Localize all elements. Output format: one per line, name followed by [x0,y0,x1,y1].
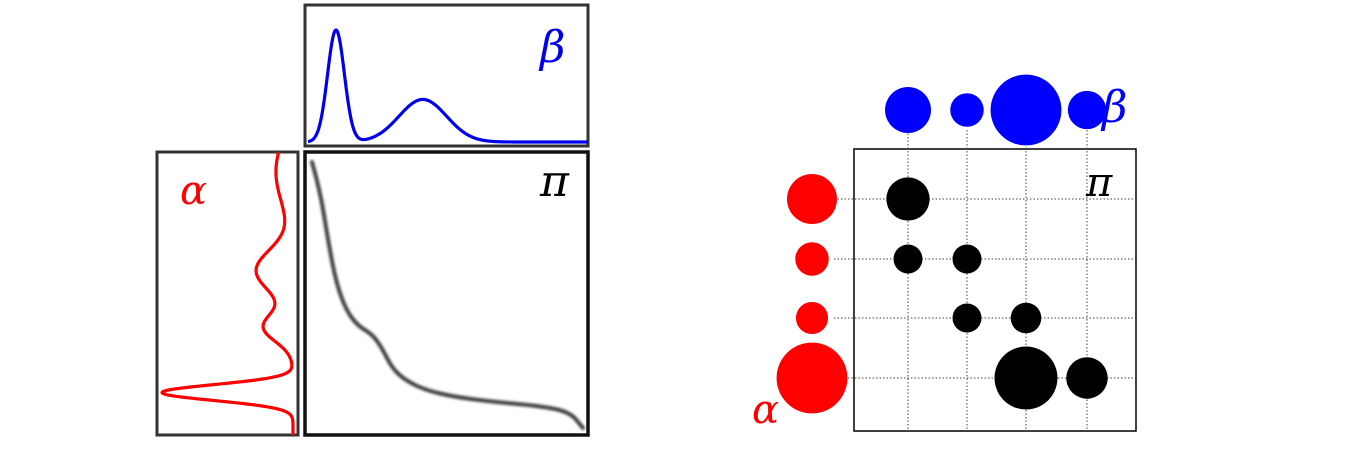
source-weight-dot [787,174,837,224]
target-weight-dot [990,74,1062,146]
continuous-panel: β α π [155,3,590,437]
source-density-label: α [180,168,207,214]
source-density-curve [160,151,295,436]
source-density-frame [155,150,300,437]
plan-weight-dot [994,346,1058,410]
target-weights [885,74,1107,146]
target-weight-dot [885,87,931,133]
target-density-label: β [538,22,565,73]
source-weights [776,174,848,414]
plan-weight-dot [952,244,982,274]
plan-weight-dot [952,303,982,333]
plan-weight-dot [886,177,930,221]
discrete-grid [834,130,1136,431]
discrete-source-label: α [752,387,779,433]
transport-plan-frame [303,150,590,437]
target-density-frame [303,3,590,148]
source-weight-dot [795,301,829,335]
plan-weights [886,177,1108,410]
source-weight-dot [776,342,848,414]
discrete-panel: β α π [752,74,1137,433]
transport-plan-label: π [539,156,570,207]
target-weight-dot [950,93,984,127]
target-density-curve [307,28,589,144]
discrete-target-label: β [1100,82,1127,133]
plan-weight-dot [1010,302,1042,334]
transport-plan-support [310,160,585,430]
discrete-plan-frame [853,148,1137,432]
source-weight-dot [795,242,829,276]
plan-weight-dot [1066,357,1108,399]
target-weight-dot [1067,90,1107,130]
plan-weight-dot [893,244,923,274]
discrete-plan-label: π [1085,160,1113,206]
